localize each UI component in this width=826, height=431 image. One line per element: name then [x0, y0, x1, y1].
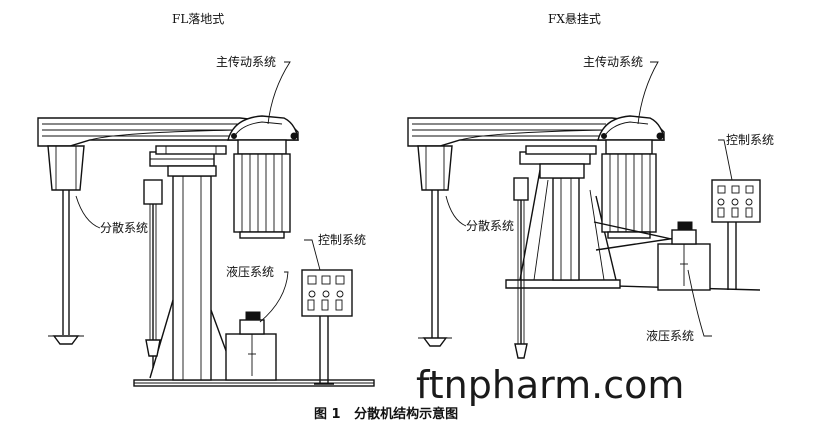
- fl-impeller: [52, 335, 80, 345]
- fx-motor: [601, 153, 657, 233]
- label-fx-main-drive: 主传动系统: [583, 54, 643, 69]
- fl-main-drive-leader: [267, 61, 291, 125]
- label-fx-hydraulic: 液压系统: [646, 328, 694, 343]
- fx-dispersion-head: [417, 145, 453, 191]
- label-fx-control: 控制系统: [726, 133, 774, 147]
- fl-control-leader: [304, 239, 321, 271]
- fl-hydraulic-tank: [225, 333, 277, 381]
- fx-hanging-machine: [407, 115, 761, 359]
- fl-dispersion-head: [47, 145, 85, 191]
- label-fl-hydraulic: 液压系统: [226, 264, 274, 279]
- fx-hydraulic-leader: [687, 269, 712, 337]
- fl-motor: [233, 153, 291, 233]
- label-fx-dispersion: 分散系统: [466, 218, 514, 233]
- fl-column: [172, 175, 212, 381]
- fx-main-drive-leader: [637, 61, 659, 125]
- label-fl-main-drive: 主传动系统: [216, 54, 276, 69]
- fl-floor-machine: [37, 115, 375, 387]
- fx-base: [505, 279, 621, 289]
- fx-column: [552, 177, 580, 281]
- fl-hydraulic-leader: [259, 271, 289, 323]
- title-fx-hanging: FX悬挂式: [548, 12, 601, 26]
- fx-impeller: [422, 337, 448, 347]
- title-fl-floor: FL落地式: [172, 12, 224, 26]
- label-fl-dispersion: 分散系统: [100, 220, 148, 235]
- fx-dispersion-leader: [445, 195, 467, 227]
- figure-caption: 图 1 分散机结构示意图: [314, 406, 458, 422]
- fl-dispersion-leader: [75, 195, 101, 229]
- label-fl-control: 控制系统: [318, 233, 366, 247]
- watermark: ftnpharm.com: [416, 363, 684, 407]
- fx-control-leader: [718, 139, 733, 181]
